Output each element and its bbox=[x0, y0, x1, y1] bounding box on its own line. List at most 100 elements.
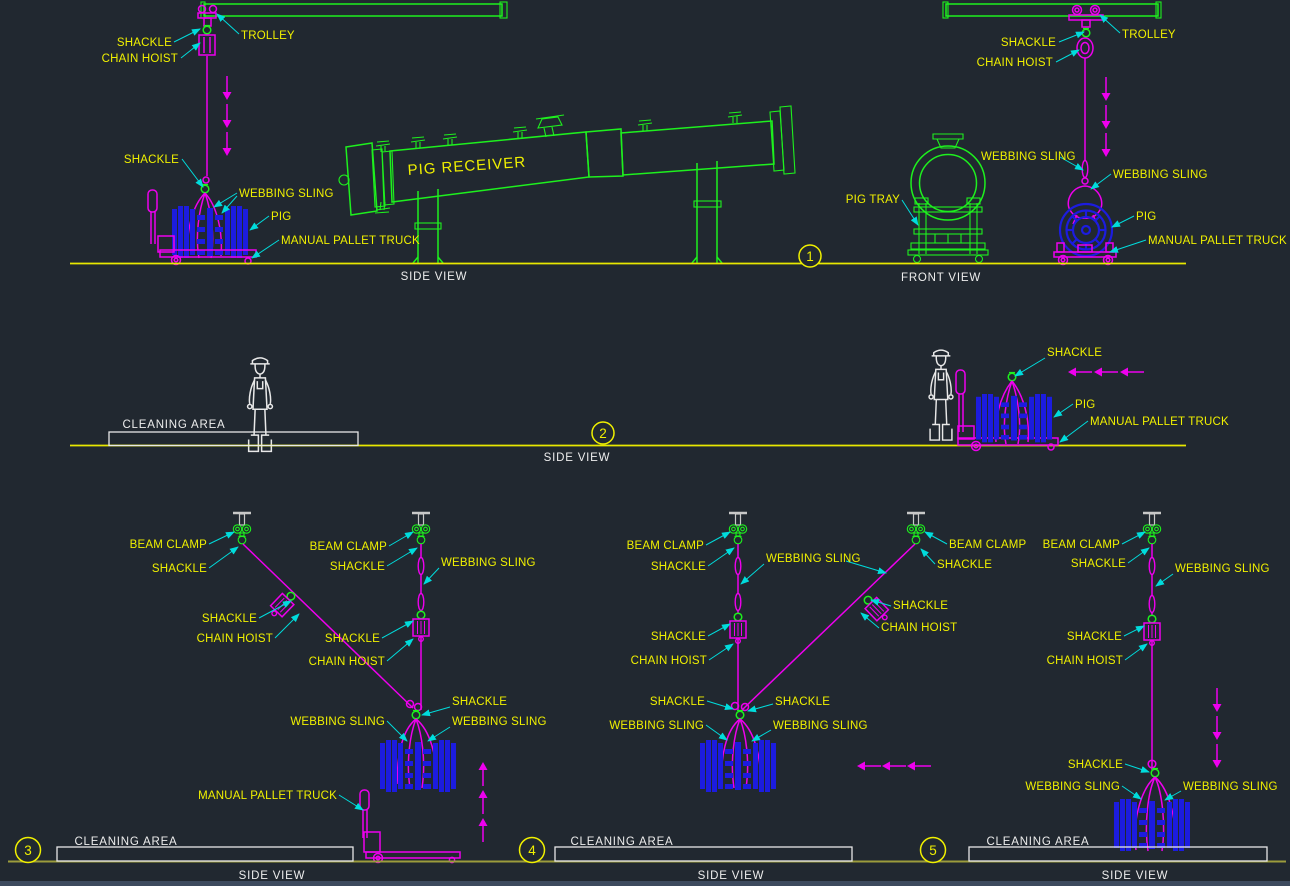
worker-figure bbox=[246, 357, 274, 453]
sling-link bbox=[1081, 159, 1089, 179]
pallet-truck-front-icon bbox=[1053, 242, 1117, 266]
pallet-truck-icon bbox=[359, 789, 461, 864]
label-shackle: SHACKLE bbox=[651, 561, 706, 573]
view-5-labels: BEAM CLAMP SHACKLE WEBBING SLING SHACKLE… bbox=[1025, 539, 1277, 793]
cleaning-area-zone bbox=[56, 846, 354, 862]
motion-arrow-down bbox=[1101, 77, 1111, 157]
motion-arrow-down bbox=[1212, 688, 1222, 768]
label-pig-tray: PIG TRAY bbox=[846, 194, 900, 206]
beam-clamp-icon bbox=[905, 511, 927, 546]
worker-figure bbox=[928, 349, 954, 441]
bottom-row-ground: CLEANING AREA CLEANING AREA CLEANING ARE… bbox=[8, 836, 1286, 882]
pig-tray-stand bbox=[907, 197, 989, 264]
runway-beam-right bbox=[942, 1, 1162, 19]
shackle-icon bbox=[1150, 767, 1160, 778]
view-1-unload-pig-at-receiver: PIG RECEIVER bbox=[70, 1, 1287, 453]
caption-front-view: FRONT VIEW bbox=[901, 272, 981, 284]
view-2-move-to-cleaning-area: CLEANING AREA 2 SIDE VIEW SHAC bbox=[70, 347, 1229, 464]
step-number-5: 5 bbox=[929, 843, 937, 858]
label-shackle: SHACKLE bbox=[651, 631, 706, 643]
beam-clamp-icon bbox=[231, 511, 253, 546]
caption-side-view: SIDE VIEW bbox=[544, 452, 611, 464]
label-chain-hoist: CHAIN HOIST bbox=[197, 633, 273, 645]
view-2-labels: SHACKLE PIG MANUAL PALLET TRUCK bbox=[1047, 347, 1229, 428]
beam-clamp-icon bbox=[410, 511, 432, 546]
caption-side-view: SIDE VIEW bbox=[401, 271, 468, 283]
sling-ring bbox=[1147, 759, 1157, 769]
label-chain-hoist: CHAIN HOIST bbox=[1047, 655, 1123, 667]
label-shackle: SHACKLE bbox=[650, 696, 705, 708]
label-beam-clamp: BEAM CLAMP bbox=[130, 539, 208, 551]
label-webbing-sling: WEBBING SLING bbox=[441, 557, 536, 569]
step-balloon-3 bbox=[14, 836, 42, 864]
view-3-lower-onto-pallet-truck: BEAM CLAMP SHACKLE SHACKLE CHAIN HOIST B… bbox=[130, 511, 547, 864]
leader-lines bbox=[1121, 531, 1182, 801]
sling-link bbox=[734, 592, 742, 612]
label-cleaning-area: CLEANING AREA bbox=[74, 836, 177, 848]
chain-hoist-icon bbox=[198, 34, 216, 56]
label-shackle: SHACKLE bbox=[202, 613, 257, 625]
label-webbing-sling: WEBBING SLING bbox=[773, 720, 868, 732]
label-cleaning-area: CLEANING AREA bbox=[122, 419, 225, 431]
nozzle-icons bbox=[374, 111, 743, 214]
view-4-transfer-between-hoists: BEAM CLAMP SHACKLE WEBBING SLING SHACKLE… bbox=[609, 511, 1027, 792]
label-cleaning-area: CLEANING AREA bbox=[570, 836, 673, 848]
label-webbing-sling: WEBBING SLING bbox=[452, 716, 547, 728]
label-shackle: SHACKLE bbox=[152, 563, 207, 575]
label-webbing-sling: WEBBING SLING bbox=[1025, 781, 1120, 793]
label-chain-hoist: CHAIN HOIST bbox=[631, 655, 707, 667]
label-webbing-sling: WEBBING SLING bbox=[1183, 781, 1278, 793]
beam-clamp-icon bbox=[727, 511, 749, 546]
shackle-icon bbox=[1007, 371, 1017, 382]
label-shackle: SHACKLE bbox=[937, 559, 992, 571]
chain-hoist-icon bbox=[729, 612, 747, 645]
chain-hoist-front-icon bbox=[1076, 37, 1094, 64]
label-webbing-sling: WEBBING SLING bbox=[766, 553, 861, 565]
step-number-3: 3 bbox=[24, 843, 32, 858]
chain-hoist-icon bbox=[412, 610, 430, 643]
label-pig: PIG bbox=[1136, 211, 1156, 223]
label-shackle: SHACKLE bbox=[117, 37, 172, 49]
label-pig: PIG bbox=[1075, 399, 1095, 411]
cleaning-area-zone bbox=[108, 431, 359, 447]
label-shackle: SHACKLE bbox=[1068, 759, 1123, 771]
label-shackle: SHACKLE bbox=[1067, 631, 1122, 643]
label-shackle: SHACKLE bbox=[775, 696, 830, 708]
label-shackle: SHACKLE bbox=[325, 633, 380, 645]
shackle-icon bbox=[735, 709, 745, 720]
pig-icon bbox=[700, 740, 776, 792]
label-webbing-sling: WEBBING SLING bbox=[290, 716, 385, 728]
label-manual-pallet-truck: MANUAL PALLET TRUCK bbox=[1148, 235, 1287, 247]
label-manual-pallet-truck: MANUAL PALLET TRUCK bbox=[281, 235, 420, 247]
label-beam-clamp: BEAM CLAMP bbox=[949, 539, 1027, 551]
trolley-icon bbox=[197, 4, 218, 27]
label-webbing-sling: WEBBING SLING bbox=[1113, 169, 1208, 181]
vessel-title: PIG RECEIVER bbox=[407, 154, 527, 179]
leader-lines bbox=[705, 531, 948, 742]
caption-side-view: SIDE VIEW bbox=[698, 870, 765, 882]
label-pig: PIG bbox=[271, 211, 291, 223]
label-chain-hoist: CHAIN HOIST bbox=[309, 656, 385, 668]
label-chain-hoist: CHAIN HOIST bbox=[102, 53, 178, 65]
view-3-labels: BEAM CLAMP SHACKLE SHACKLE CHAIN HOIST B… bbox=[130, 539, 547, 802]
motion-arrow-down bbox=[222, 76, 232, 156]
sling-link bbox=[1148, 556, 1156, 576]
label-trolley: TROLLEY bbox=[1122, 29, 1176, 41]
label-beam-clamp: BEAM CLAMP bbox=[310, 541, 388, 553]
step-balloon-4 bbox=[518, 836, 546, 864]
motion-arrow-up bbox=[478, 762, 488, 842]
motion-arrow-left bbox=[857, 761, 931, 771]
label-manual-pallet-truck: MANUAL PALLET TRUCK bbox=[1090, 416, 1229, 428]
label-shackle: SHACKLE bbox=[1047, 347, 1102, 359]
sling-ring bbox=[405, 699, 415, 709]
chain-hoist-icon bbox=[1143, 614, 1161, 647]
label-beam-clamp: BEAM CLAMP bbox=[627, 540, 705, 552]
step-number-1: 1 bbox=[806, 249, 814, 264]
sling-link bbox=[417, 592, 425, 612]
sling-ring bbox=[1081, 177, 1089, 185]
label-chain-hoist: CHAIN HOIST bbox=[881, 622, 957, 634]
sling-link bbox=[417, 556, 425, 576]
label-beam-clamp: BEAM CLAMP bbox=[1043, 539, 1121, 551]
label-trolley: TROLLEY bbox=[241, 30, 295, 42]
step-balloon-2 bbox=[591, 421, 615, 445]
